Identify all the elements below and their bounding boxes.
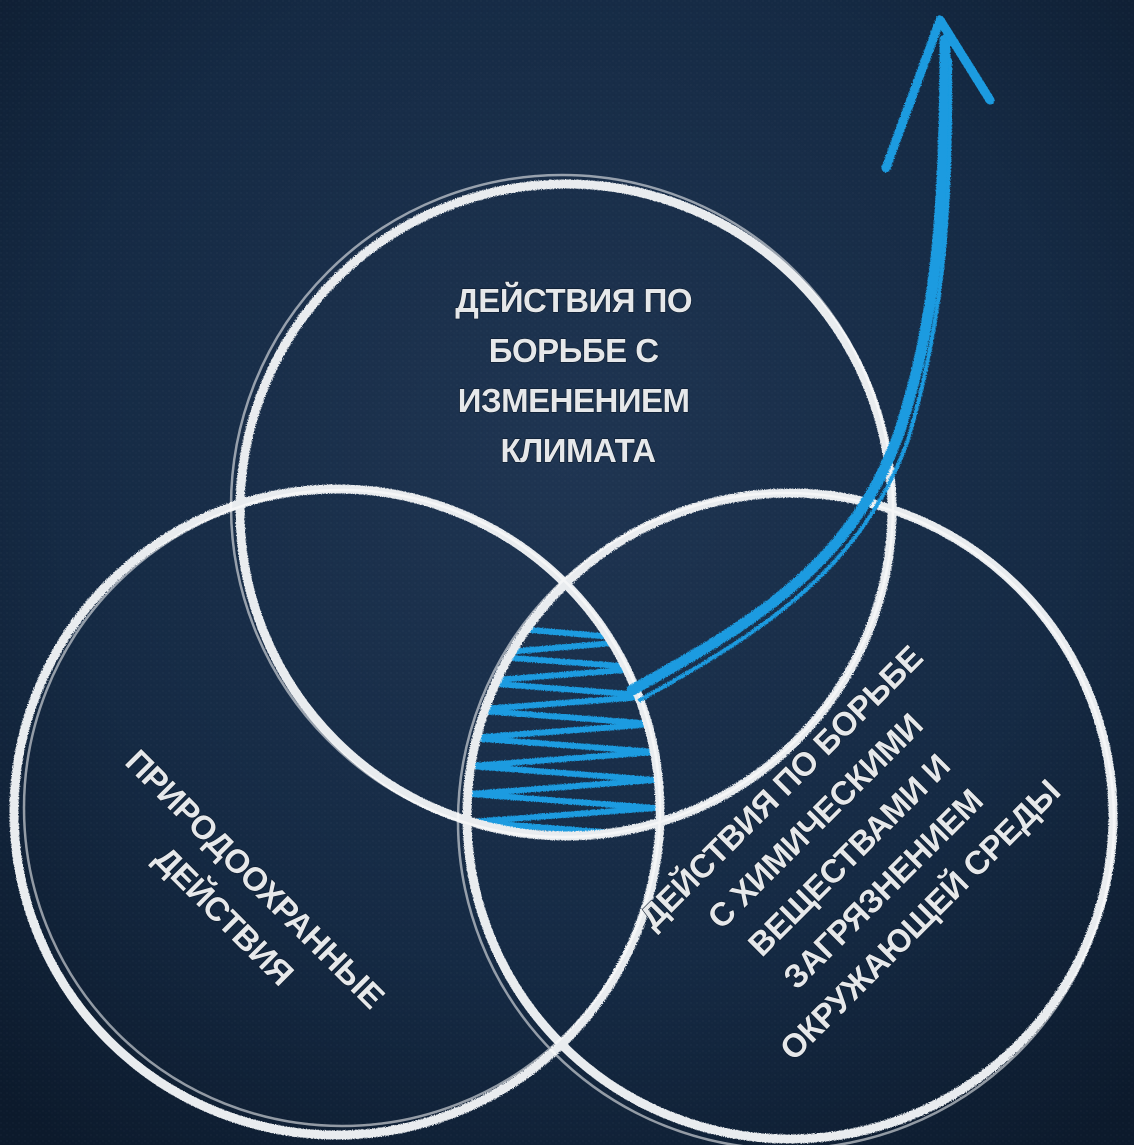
climate-label-line: КЛИМАТА xyxy=(500,432,655,469)
climate-label: ДЕЙСТВИЯ ПО БОРЬБЕ С ИЗМЕНЕНИЕМ КЛИМАТА xyxy=(455,281,700,469)
climate-label-line: ДЕЙСТВИЯ ПО xyxy=(455,281,692,319)
nature-circle-sketch xyxy=(22,488,662,1128)
growth-arrow xyxy=(626,15,995,702)
intersection-highlight xyxy=(467,622,658,836)
arrow-shaft xyxy=(626,34,951,696)
chemicals-circle-sketch xyxy=(456,491,1116,1145)
climate-label-line: БОРЬБЕ С xyxy=(489,332,659,369)
arrow-shaft-sketch xyxy=(638,58,953,702)
arrow-head xyxy=(881,15,995,173)
climate-circle-sketch xyxy=(229,173,895,839)
climate-label-line: ИЗМЕНЕНИЕМ xyxy=(458,382,690,419)
intersection-scribble xyxy=(467,622,658,836)
